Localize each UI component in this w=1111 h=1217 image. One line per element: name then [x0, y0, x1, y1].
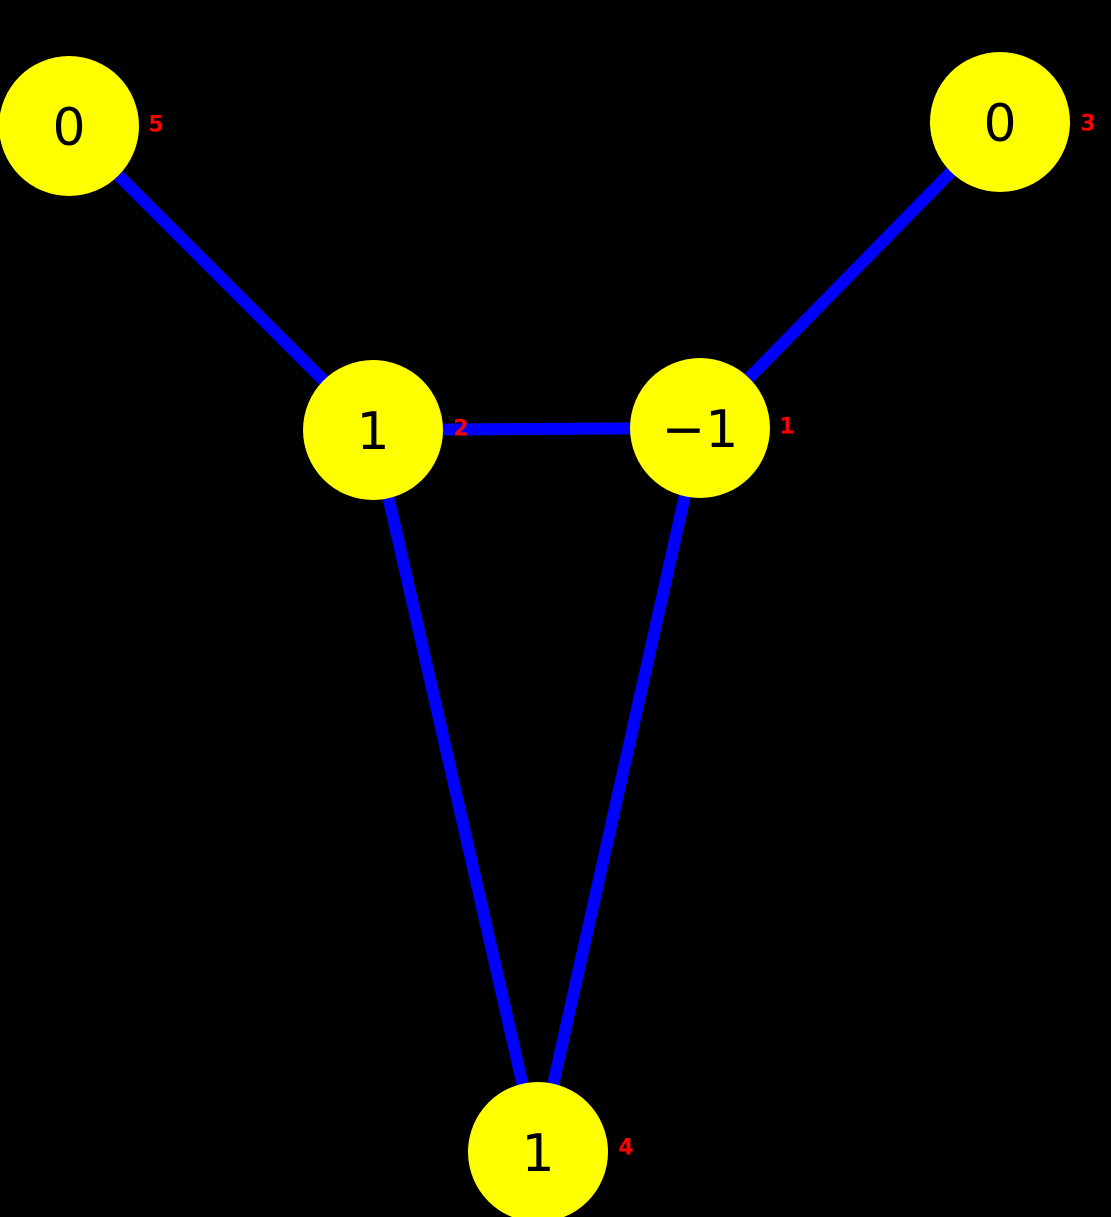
node-index-label: 3: [1080, 112, 1095, 137]
graph-node[interactable]: −1: [630, 358, 770, 498]
node-index-label: 1: [779, 415, 794, 440]
graph-edge[interactable]: [64, 121, 378, 435]
graph-node[interactable]: 0: [0, 56, 139, 196]
node-label: 0: [983, 94, 1016, 154]
graph-node[interactable]: 0: [930, 52, 1070, 192]
graph-edge[interactable]: [695, 117, 1005, 433]
node-circle[interactable]: [303, 360, 443, 500]
node-label: 1: [356, 402, 389, 462]
node-index-label: 2: [453, 417, 468, 442]
graph-edge[interactable]: [367, 428, 544, 1154]
node-label: −1: [662, 400, 739, 460]
node-index-layer: 1 2 3 4 5: [148, 112, 1095, 1161]
node-index-label: 4: [618, 1136, 633, 1161]
graph-node[interactable]: 1: [468, 1082, 608, 1217]
graph-node[interactable]: 1: [303, 360, 443, 500]
graph-edge[interactable]: [532, 426, 706, 1154]
node-index-label: 5: [148, 113, 163, 138]
node-label: 1: [521, 1124, 554, 1184]
node-circle[interactable]: [930, 52, 1070, 192]
node-label: 0: [52, 98, 85, 158]
node-circle[interactable]: [630, 358, 770, 498]
nodes-layer: −1 1 0 1 0: [0, 52, 1070, 1217]
edges-layer: [64, 117, 1005, 1154]
node-circle[interactable]: [0, 56, 139, 196]
node-circle[interactable]: [468, 1082, 608, 1217]
